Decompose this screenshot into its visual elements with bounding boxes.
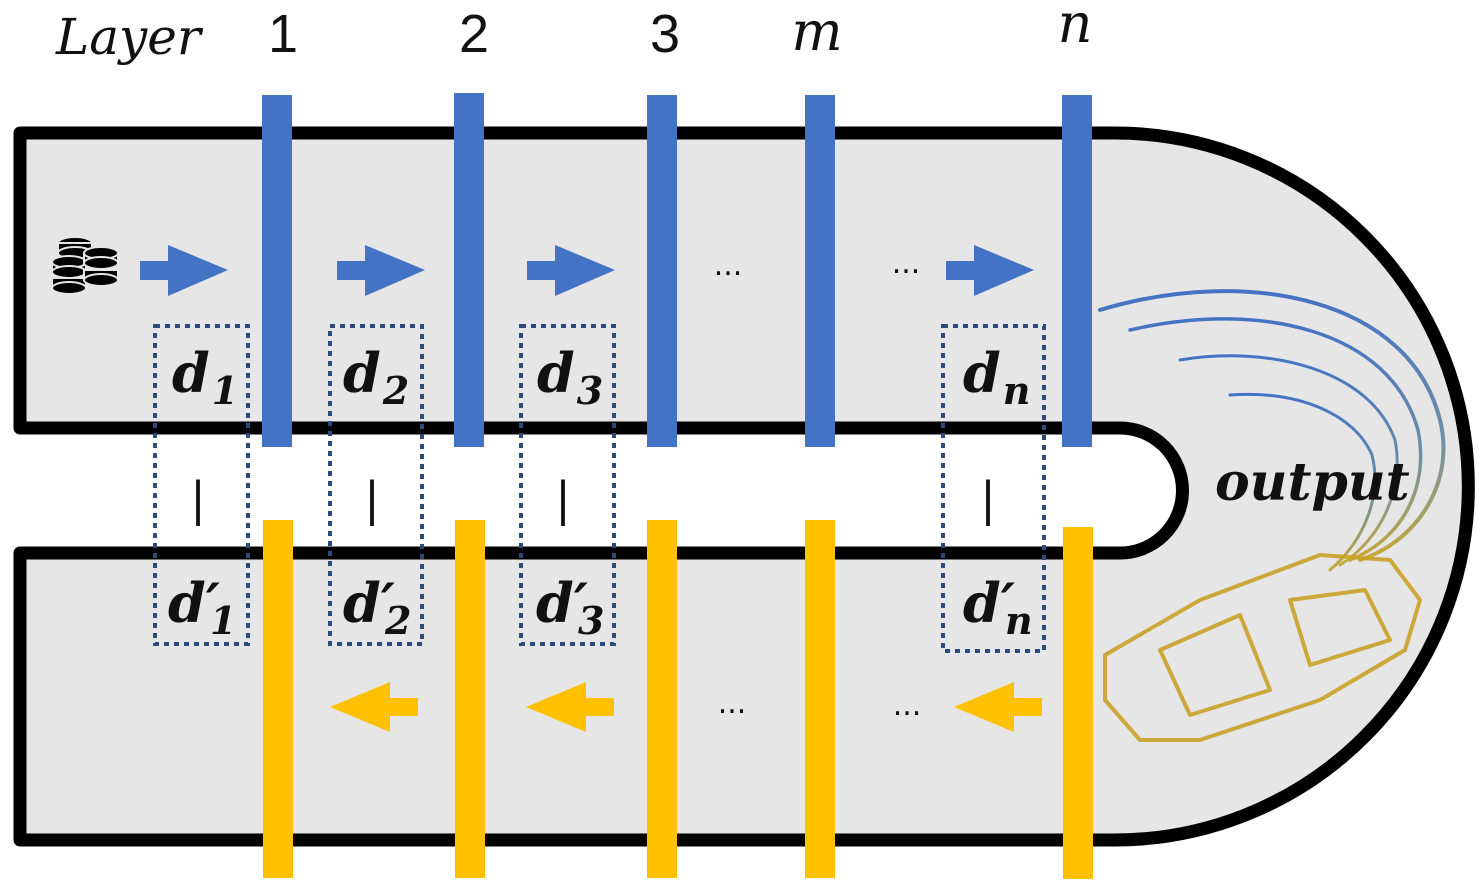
- separator-2: |: [364, 472, 380, 527]
- layer-label-3: 3: [650, 4, 680, 64]
- pair-1: d1 | d′1: [168, 341, 238, 643]
- layer-label-m: m: [791, 0, 842, 63]
- forward-ellipsis-1: ...: [714, 248, 743, 283]
- car-icon: [1103, 553, 1422, 742]
- layer-bar-m-backward: [805, 520, 835, 878]
- backward-arrows: [330, 682, 1042, 732]
- d-top-1: d1: [172, 341, 238, 413]
- forward-layer-bars: [262, 93, 1092, 447]
- pair-box-3: [519, 324, 616, 646]
- forward-arrow: [946, 245, 1034, 296]
- forward-ellipsis-2: ...: [892, 246, 921, 281]
- d-bottom-3: d′3: [536, 571, 604, 643]
- separator-1: |: [190, 472, 206, 527]
- d-top-3: d3: [537, 341, 603, 413]
- layer-bar-3-backward: [647, 520, 677, 878]
- forward-arrow: [527, 245, 615, 296]
- pair-2: d2 | d′2: [343, 341, 411, 643]
- backward-arrow: [954, 682, 1042, 732]
- forward-arrow: [140, 245, 228, 296]
- lidar-scan-icon: [1098, 289, 1446, 572]
- backward-ellipsis-1: ...: [718, 686, 747, 721]
- separator-n: |: [980, 472, 996, 527]
- pair-n: dn | d′n: [963, 341, 1033, 643]
- d-top-2: d2: [343, 341, 409, 413]
- d-bottom-1: d′1: [168, 571, 236, 643]
- layer-bar-n-forward: [1062, 95, 1092, 447]
- layer-bar-3-forward: [647, 95, 677, 447]
- layer-bar-1-backward: [263, 520, 293, 878]
- forward-arrows: [140, 245, 1034, 296]
- output-label: output: [1215, 452, 1410, 513]
- backward-ellipsis-2: ...: [893, 688, 922, 723]
- pair-box-1: [153, 324, 250, 646]
- layer-bar-2-backward: [455, 520, 485, 878]
- layer-bar-m-forward: [805, 95, 835, 447]
- d-bottom-2: d′2: [343, 571, 411, 643]
- layer-word: Layer: [55, 8, 204, 66]
- separator-3: |: [555, 472, 571, 527]
- layer-bar-n-backward: [1063, 527, 1093, 879]
- backward-layer-bars: [263, 520, 1093, 879]
- layer-label-2: 2: [459, 4, 489, 64]
- layer-label-n: n: [1058, 0, 1093, 55]
- pair-box-2: [328, 324, 424, 646]
- backward-arrow: [330, 682, 418, 732]
- layer-bar-1-forward: [262, 95, 292, 447]
- forward-arrow: [337, 245, 425, 296]
- database-icon: [51, 236, 119, 295]
- layer-label-1: 1: [268, 4, 298, 64]
- d-top-n: dn: [963, 341, 1030, 413]
- pair-box-n: [941, 324, 1046, 653]
- backward-arrow: [526, 682, 614, 732]
- pair-3: d3 | d′3: [536, 341, 604, 643]
- d-bottom-n: d′n: [963, 571, 1033, 643]
- pair-boxes: [153, 324, 1046, 653]
- layer-bar-2-forward: [454, 93, 484, 447]
